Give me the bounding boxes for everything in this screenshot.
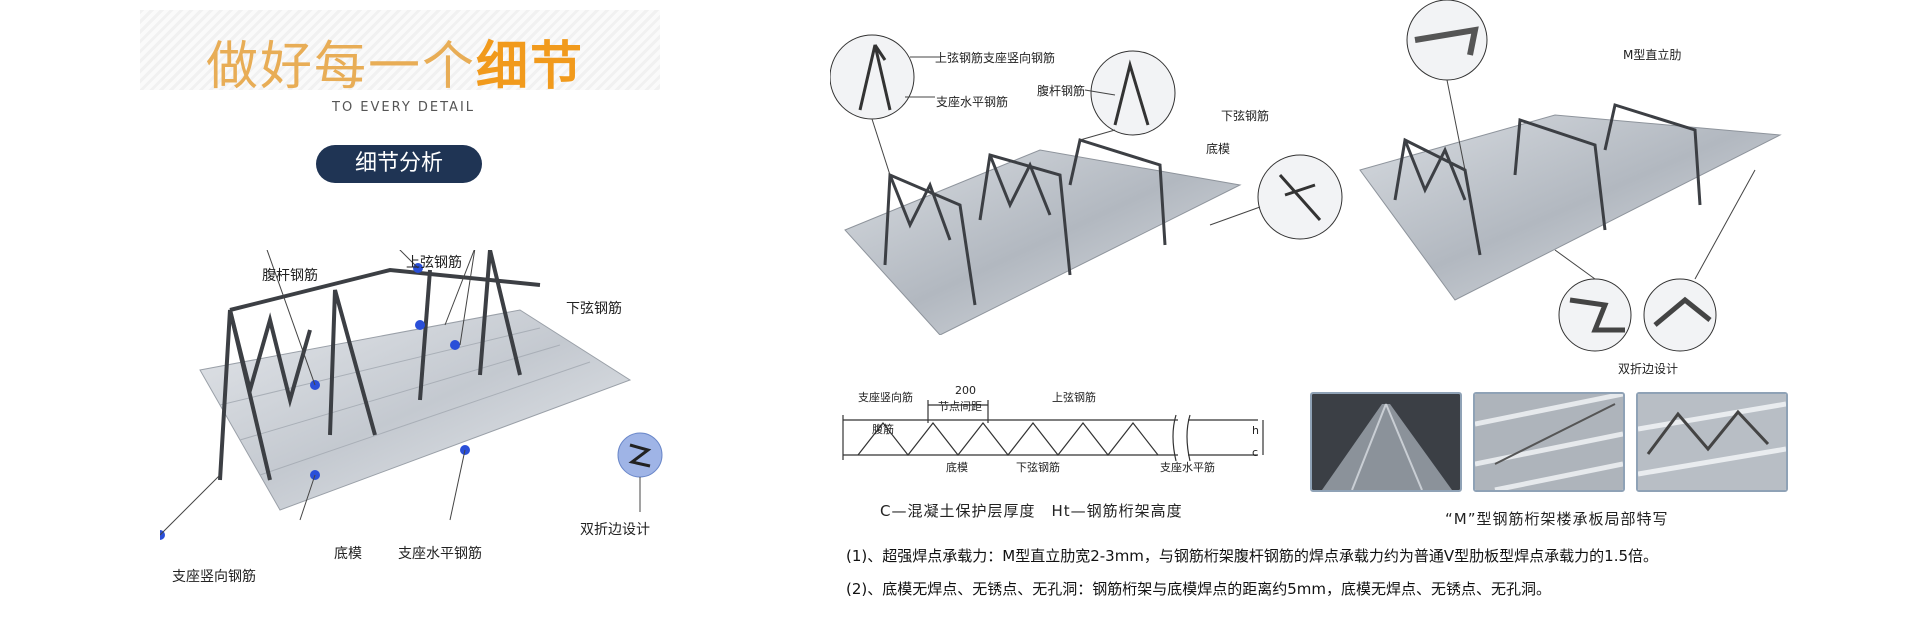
header-stripe-background bbox=[140, 10, 660, 90]
photo-closeup-2 bbox=[1473, 392, 1625, 492]
section-badge: 细节分析 bbox=[316, 145, 482, 183]
label-section-upper-chord: 上弦钢筋 bbox=[1052, 391, 1096, 404]
label-web-rebar: 腹杆钢筋 bbox=[262, 268, 318, 284]
title-bold-part: 细节 bbox=[476, 37, 585, 97]
callout-circle bbox=[1643, 278, 1717, 352]
marker-dot bbox=[450, 340, 460, 350]
truss-rebars bbox=[883, 138, 1167, 306]
label-section-spacing-value: 200 bbox=[955, 384, 976, 397]
label-double-fold: 双折边设计 bbox=[580, 522, 650, 538]
callout-circle bbox=[830, 34, 915, 120]
photo-closeup-1 bbox=[1310, 392, 1462, 492]
photos-caption: “M”型钢筋桁架楼承板局部特写 bbox=[1445, 510, 1669, 528]
label-support-vertical: 支座竖向钢筋 bbox=[172, 569, 256, 585]
label-upper-chord: 上弦钢筋 bbox=[406, 255, 462, 271]
page-title: 做好每一个细节 bbox=[206, 24, 584, 99]
label-section-c: c bbox=[1252, 446, 1259, 459]
label-lower-chord-mid: 下弦钢筋 bbox=[1221, 109, 1270, 123]
deck-plate bbox=[199, 309, 632, 511]
deck-plate bbox=[844, 149, 1242, 335]
label-section-lower-chord: 下弦钢筋 bbox=[1016, 461, 1060, 474]
label-section-node-spacing: 节点间距 bbox=[938, 400, 982, 413]
label-section-support-horizontal: 支座水平筋 bbox=[1160, 461, 1215, 474]
label-bottom-form-mid: 底模 bbox=[1206, 142, 1231, 156]
label-web-rebar-mid: 腹杆钢筋 bbox=[1037, 84, 1086, 98]
label-section-bottom-form: 底模 bbox=[946, 461, 968, 474]
marker-dot bbox=[415, 320, 425, 330]
photo-closeup-3 bbox=[1636, 392, 1788, 492]
title-light-part: 做好每一个 bbox=[206, 37, 477, 97]
label-bottom-form: 底模 bbox=[334, 546, 362, 562]
marker-dot bbox=[160, 530, 165, 540]
page-subtitle: TO EVERY DETAIL bbox=[332, 100, 476, 115]
deck-plate bbox=[1359, 114, 1782, 301]
note-1: (1)、超强焊点承载力：M型直立肋宽2-3mm，与钢筋桁架腹杆钢筋的焊点承载力约… bbox=[846, 547, 1659, 565]
left-truss-deck-illustration bbox=[160, 250, 663, 540]
label-section-h: h bbox=[1252, 424, 1259, 437]
label-upper-support-vertical: 上弦钢筋支座竖向钢筋 bbox=[935, 51, 1056, 65]
photo-closeup-3-image bbox=[1638, 394, 1786, 490]
callout-circle bbox=[1090, 50, 1176, 136]
photo-closeup-2-image bbox=[1475, 394, 1623, 490]
label-section-support-vertical: 支座竖向筋 bbox=[858, 391, 913, 404]
label-double-fold-right: 双折边设计 bbox=[1618, 362, 1679, 376]
middle-truss-deck-illustration bbox=[830, 34, 1343, 335]
photo-closeup-1-image bbox=[1312, 394, 1460, 490]
right-truss-deck-illustration bbox=[1359, 0, 1782, 352]
label-lower-chord: 下弦钢筋 bbox=[566, 301, 622, 317]
truss-section-drawing bbox=[842, 400, 1264, 462]
label-support-horizontal: 支座水平钢筋 bbox=[398, 546, 482, 562]
truss-rebars bbox=[1393, 103, 1702, 256]
label-support-horizontal-mid: 支座水平钢筋 bbox=[936, 95, 1009, 109]
label-m-rib: M型直立肋 bbox=[1623, 48, 1682, 62]
section-caption: C—混凝土保护层厚度 Ht—钢筋桁架高度 bbox=[880, 502, 1183, 520]
truss-rebars bbox=[218, 250, 541, 481]
note-2: (2)、底模无焊点、无锈点、无孔洞：钢筋桁架与底模焊点的距离约5mm，底模无焊点… bbox=[846, 580, 1552, 598]
label-section-web: 腹筋 bbox=[872, 423, 894, 436]
callout-circle bbox=[1558, 278, 1632, 352]
